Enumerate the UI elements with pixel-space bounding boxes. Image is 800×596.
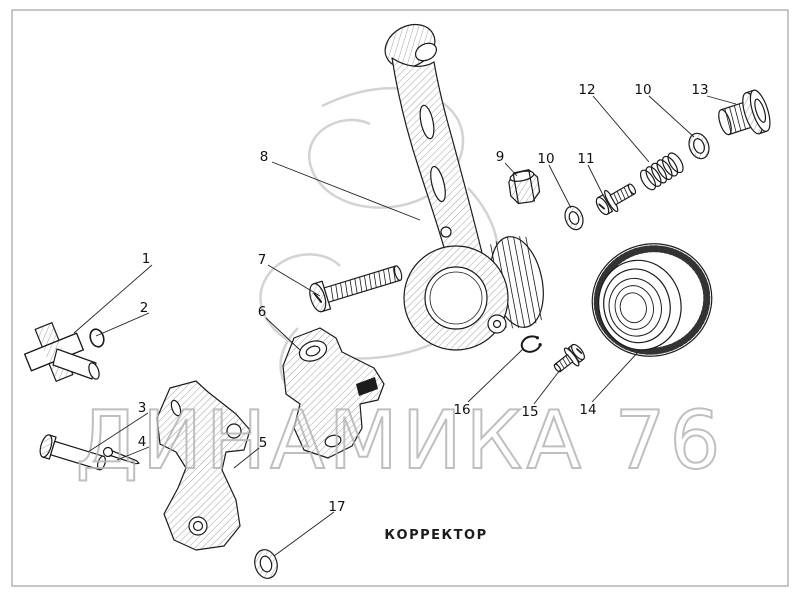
part-screw-15	[553, 343, 585, 373]
leader-line-16	[467, 348, 524, 403]
callout-6: 6	[258, 304, 267, 320]
callout-labels: 1 2 3 4 5 6 7 8 9 10 11 12 10 13 14 15 1…	[138, 82, 709, 515]
part-lever-arm	[384, 23, 509, 351]
callout-8: 8	[260, 149, 269, 165]
leader-line-6	[265, 317, 301, 351]
leader-line-10a	[548, 164, 572, 209]
callout-1: 1	[142, 251, 151, 267]
part-cotter-pin	[102, 446, 140, 465]
callout-4: 4	[138, 434, 147, 450]
part-bolt	[309, 265, 403, 313]
callout-3: 3	[138, 400, 147, 416]
leader-line-1	[73, 264, 153, 334]
callout-7: 7	[258, 252, 267, 268]
drawing-border	[11, 9, 789, 587]
part-clevis-cross	[24, 322, 100, 382]
part-spring	[639, 152, 684, 191]
diagram-caption: КОРРЕКТОР	[384, 528, 487, 543]
part-snap-ring	[520, 335, 542, 353]
leader-lines	[73, 95, 737, 557]
watermark-text: ДИНАМИКА 76	[76, 394, 725, 487]
callout-13: 13	[691, 82, 708, 98]
leader-line-3	[87, 412, 149, 453]
leader-line-8	[271, 161, 421, 221]
leader-line-13	[706, 95, 737, 105]
callout-14: 14	[579, 402, 596, 418]
callout-15: 15	[521, 404, 538, 420]
leader-line-17	[273, 511, 335, 557]
part-cap-nut	[591, 243, 713, 357]
part-washer-10a	[564, 205, 584, 231]
callout-10b: 10	[634, 82, 651, 98]
leader-line-10b	[648, 95, 695, 138]
callout-11: 11	[577, 151, 594, 167]
leader-line-4	[116, 446, 150, 461]
part-lever-bracket	[156, 380, 251, 551]
callout-2: 2	[140, 300, 149, 316]
leader-line-2	[95, 312, 150, 337]
callout-9: 9	[496, 149, 505, 165]
callout-17: 17	[328, 499, 345, 515]
leader-line-15	[533, 369, 561, 405]
part-threaded-plug	[718, 89, 771, 136]
callout-10a: 10	[537, 151, 554, 167]
part-washer-10b	[688, 132, 710, 160]
part-nut	[508, 169, 541, 205]
leader-line-12	[592, 95, 650, 163]
part-clamp-block	[282, 327, 385, 459]
callout-12: 12	[578, 82, 595, 98]
part-pin	[39, 434, 106, 471]
callout-16: 16	[453, 402, 470, 418]
leader-line-14	[591, 349, 641, 403]
leader-line-7	[267, 264, 321, 297]
part-washer-17	[254, 549, 278, 579]
callout-5: 5	[259, 435, 268, 451]
leader-line-11	[587, 164, 604, 196]
part-lock-ring	[89, 328, 105, 348]
part-screw-11	[595, 183, 637, 216]
leader-line-9	[504, 162, 518, 177]
leader-line-5	[233, 447, 260, 469]
